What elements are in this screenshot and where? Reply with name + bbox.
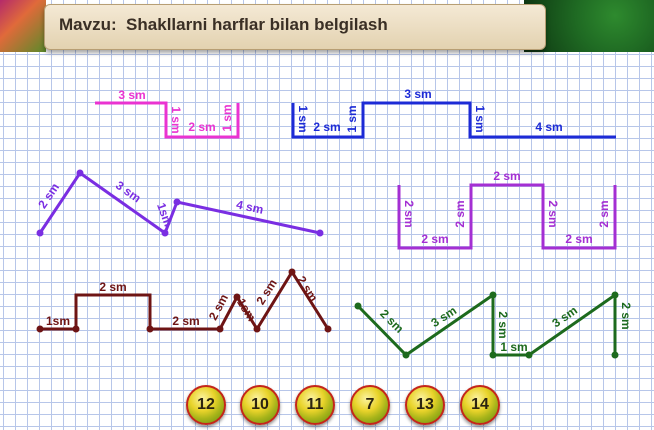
figure-6-vertex [611,291,619,299]
figure-6-label-4: 1 sm [500,340,527,354]
answer-button-1[interactable]: 12 [186,385,226,425]
figure-1-line [95,101,240,139]
answer-button-5[interactable]: 13 [405,385,445,425]
figure-5-label-3: 2 sm [172,314,199,328]
figure-5-vertex [253,325,261,333]
decor-illustration-left [0,0,46,52]
figure-4-label-4: 2 sm [493,169,520,183]
figure-2-label-3: 1 sm [345,105,359,132]
figure-6-vertices [354,291,619,359]
figure-3-vertex [36,229,44,237]
figure-6-vertex [611,351,619,359]
answer-button-6[interactable]: 14 [460,385,500,425]
figure-5-vertex [233,293,241,301]
figure-4-label-1: 2 sm [402,200,416,227]
figure-6-vertex [489,291,497,299]
figure-4-line [397,183,617,250]
figure-1-label-2: 1 sm [169,106,183,133]
figure-2-label-6: 4 sm [535,120,562,134]
figure-4-label-2: 2 sm [421,232,448,246]
figure-5-vertex [288,268,296,276]
figure-5-vertex [324,325,332,333]
figure-2-label-1: 1 sm [296,105,310,132]
figure-2: 1 sm 2 sm 1 sm 3 sm 1 sm 4 sm [291,87,616,139]
figure-2-label-4: 3 sm [404,87,431,101]
figure-4-label-7: 2 sm [597,200,611,227]
figure-3-vertex [173,198,181,206]
figure-6-label-5: 3 sm [549,303,579,330]
figure-2-label-5: 1 sm [473,105,487,132]
figure-4-label-5: 2 sm [546,200,560,227]
figure-5-label-6: 2 sm [253,277,279,308]
figure-5-vertices [36,268,332,333]
figure-3: 2 sm 3 sm 1sm 4 sm [35,169,324,237]
figure-5-line [40,269,330,332]
figure-6-vertex [402,351,410,359]
figure-6-label-2: 3 sm [429,303,460,330]
figure-3-vertex [161,229,169,237]
figure-6-vertex [354,302,362,310]
figure-6-vertex [489,351,497,359]
figure-5-label-7: 2 sm [294,274,320,305]
figure-5: 1sm 2 sm 2 sm 2 sm 1sm 2 sm 2 sm [36,268,332,333]
figure-6: 2 sm 3 sm 2 sm 1 sm 3 sm 2 sm [354,291,633,359]
figure-3-vertex [316,229,324,237]
figure-6-label-3: 2 sm [496,311,510,338]
figure-4-label-6: 2 sm [565,232,592,246]
figure-5-label-2: 2 sm [99,280,126,294]
figure-1-label-4: 1 sm [220,104,234,131]
figure-5-vertex [36,325,44,333]
figure-6-vertex [525,351,533,359]
title-banner: Mavzu: Shakllarni harflar bilan belgilas… [44,4,546,50]
answer-button-4[interactable]: 7 [350,385,390,425]
figure-2-label-2: 2 sm [313,120,340,134]
figure-6-label-6: 2 sm [619,302,633,329]
figure-5-vertex [146,325,154,333]
figure-4-label-3: 2 sm [453,200,467,227]
page-title: Mavzu: Shakllarni harflar bilan belgilas… [59,15,388,34]
figure-2-line [291,101,616,139]
figure-5-vertex [72,325,80,333]
figure-4: 2 sm 2 sm 2 sm 2 sm 2 sm 2 sm 2 sm [397,169,617,250]
figure-1-label-3: 2 sm [188,120,215,134]
answer-button-2[interactable]: 10 [240,385,280,425]
answer-button-3[interactable]: 11 [295,385,335,425]
figure-1: 3 sm 1 sm 2 sm 1 sm [95,88,240,139]
figure-1-label-1: 3 sm [118,88,145,102]
figure-3-label-4: 4 sm [235,197,265,216]
figure-3-vertices [36,169,324,237]
figure-3-vertex [76,169,84,177]
figure-3-label-3: 1sm [154,201,175,228]
figure-5-vertex [216,325,224,333]
figure-5-label-1: 1sm [46,314,70,328]
